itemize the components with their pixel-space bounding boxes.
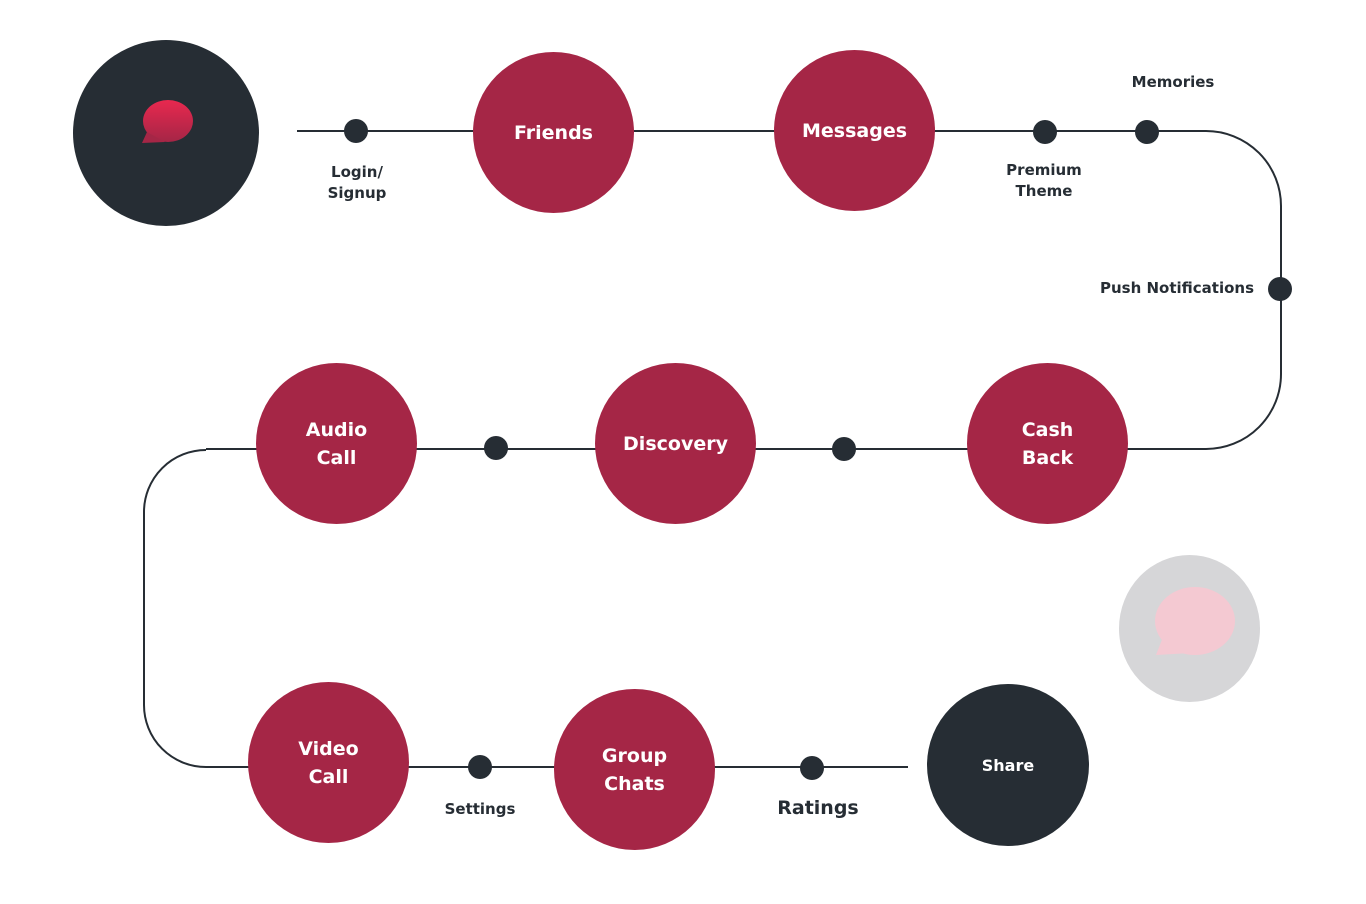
node-cash-back[interactable]: Cash Back bbox=[967, 363, 1128, 524]
label-settings: Settings bbox=[444, 800, 516, 818]
milestone-dot-discovery-left bbox=[484, 436, 508, 460]
node-messages[interactable]: Messages bbox=[774, 50, 935, 211]
milestone-dot-push bbox=[1268, 277, 1292, 301]
milestone-dot-premium bbox=[1033, 120, 1057, 144]
milestone-dot-discovery-right bbox=[832, 437, 856, 461]
label-ratings: Ratings bbox=[777, 797, 859, 819]
label-premium-theme: Premium Theme bbox=[1006, 161, 1082, 200]
milestone-dot-login bbox=[344, 119, 368, 143]
label-push-notifications: Push Notifications bbox=[1099, 279, 1255, 297]
ghost-logo-circle bbox=[1119, 555, 1260, 702]
node-group-chats[interactable]: Group Chats bbox=[554, 689, 715, 850]
label-memories: Memories bbox=[1131, 73, 1215, 91]
milestone-dot-ratings bbox=[800, 756, 824, 780]
label-login-signup: Login/ Signup bbox=[327, 163, 387, 202]
node-friends[interactable]: Friends bbox=[473, 52, 634, 213]
node-video-call[interactable]: Video Call bbox=[248, 682, 409, 843]
chat-bubble-icon bbox=[1155, 587, 1235, 655]
node-audio-call[interactable]: Audio Call bbox=[256, 363, 417, 524]
logo-circle bbox=[73, 40, 259, 226]
node-discovery[interactable]: Discovery bbox=[595, 363, 756, 524]
milestone-dot-memories bbox=[1135, 120, 1159, 144]
path-row2-to-row3 bbox=[143, 449, 908, 768]
chat-bubble-icon bbox=[142, 100, 193, 143]
node-share[interactable]: Share bbox=[927, 684, 1089, 846]
milestone-dot-settings bbox=[468, 755, 492, 779]
